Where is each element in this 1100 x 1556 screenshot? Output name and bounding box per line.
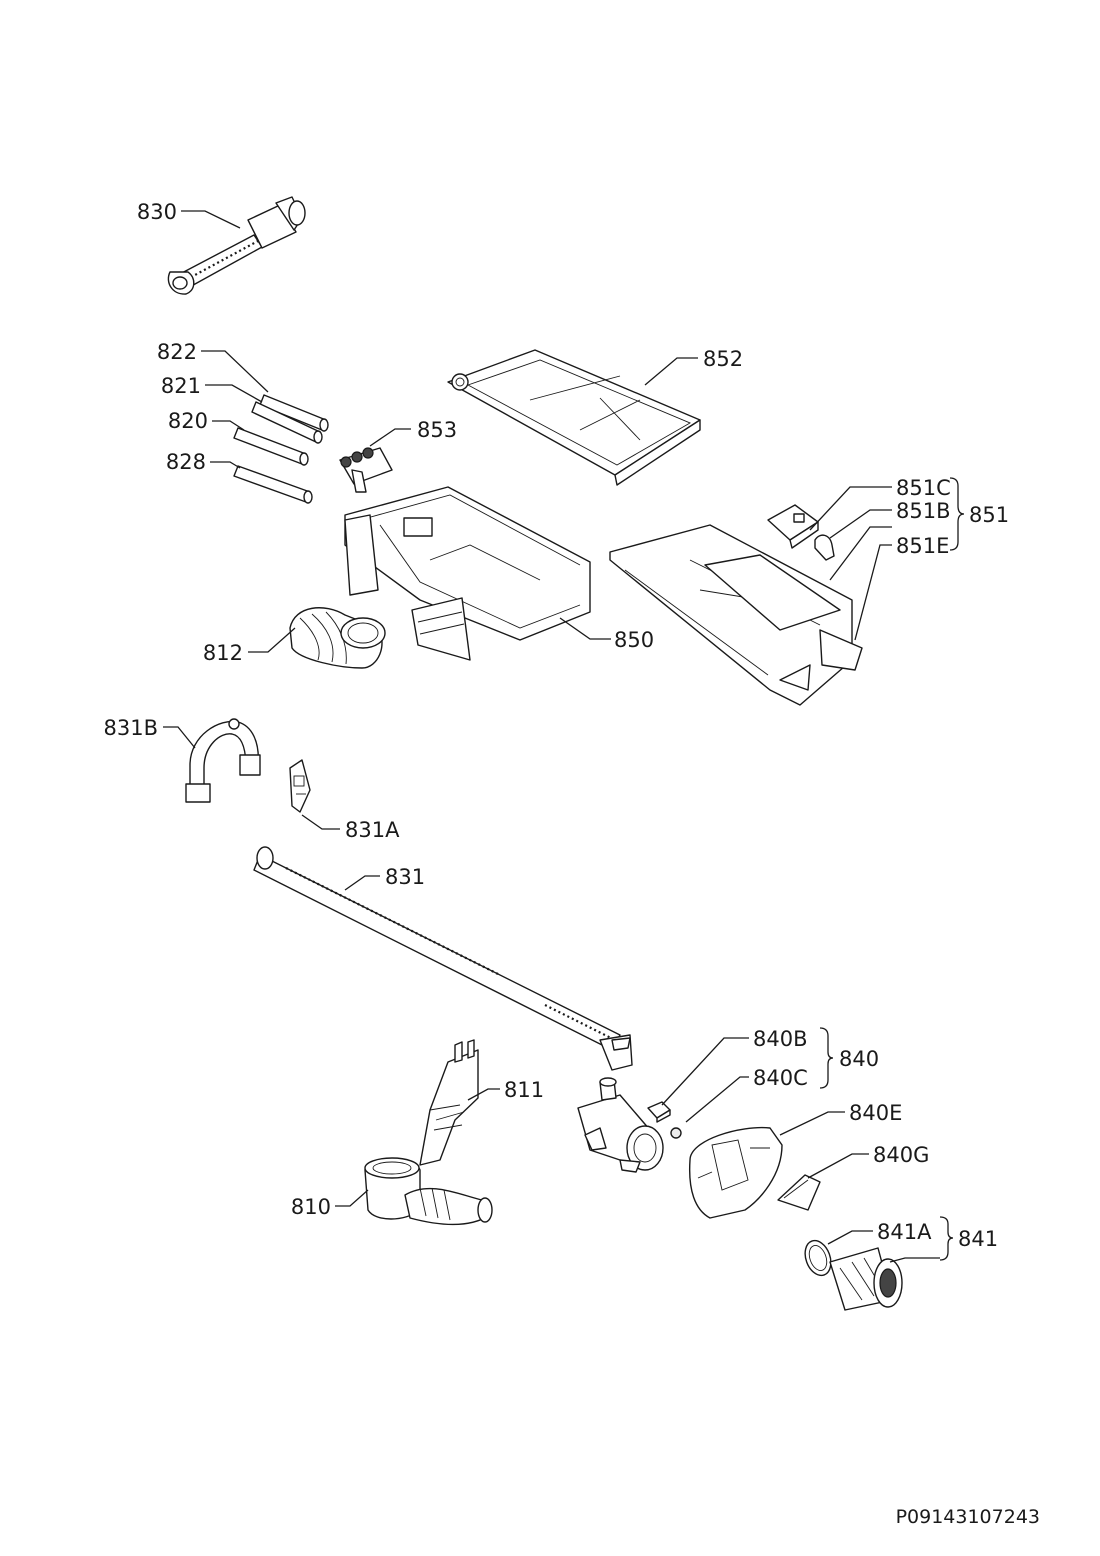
label-840: 840 xyxy=(839,1047,879,1071)
label-831B: 831B xyxy=(104,716,159,740)
label-822: 822 xyxy=(157,340,197,364)
label-851C: 851C xyxy=(896,476,951,500)
label-811: 811 xyxy=(504,1078,544,1102)
part-828-tube xyxy=(233,465,313,504)
label-810: 810 xyxy=(291,1195,331,1219)
callout-841-filter xyxy=(889,1257,940,1263)
part-831A-hose-clip xyxy=(289,759,311,813)
callout-851C: 851C xyxy=(809,476,951,531)
label-831: 831 xyxy=(385,865,425,889)
part-840B-pump-cover xyxy=(647,1101,671,1123)
part-840-drain-pump xyxy=(577,1077,664,1173)
label-840C: 840C xyxy=(753,1066,808,1090)
label-852: 852 xyxy=(703,347,743,371)
callout-850: 850 xyxy=(559,617,654,652)
callout-841A: 841A xyxy=(827,1220,932,1245)
brace-841: 841 xyxy=(939,1216,998,1261)
part-821-tube xyxy=(251,401,323,444)
part-831B-hose-hook xyxy=(185,718,261,803)
brace-851: 851 xyxy=(949,477,1009,551)
part-820-tube xyxy=(233,427,309,466)
callout-830: 830 xyxy=(137,200,241,229)
label-831A: 831A xyxy=(345,818,400,842)
label-841: 841 xyxy=(958,1227,998,1251)
part-851B-clip xyxy=(814,534,835,561)
label-850: 850 xyxy=(614,628,654,652)
label-821: 821 xyxy=(161,374,201,398)
callout-853: 853 xyxy=(369,418,457,447)
callout-820: 820 xyxy=(168,409,245,433)
part-852-dispenser-lid xyxy=(447,349,701,486)
label-853: 853 xyxy=(417,418,457,442)
part-840C-seal xyxy=(670,1127,682,1139)
label-840B: 840B xyxy=(753,1027,808,1051)
part-841A-o-ring xyxy=(804,1239,832,1277)
label-828: 828 xyxy=(166,450,206,474)
callout-840G: 840G xyxy=(807,1143,929,1179)
part-850-dispenser-housing xyxy=(344,486,591,661)
label-820: 820 xyxy=(168,409,208,433)
callout-840B: 840B xyxy=(661,1027,808,1106)
part-810-sump-hose xyxy=(364,1157,493,1226)
callout-831B: 831B xyxy=(104,716,196,749)
callout-828: 828 xyxy=(166,450,241,474)
callout-811: 811 xyxy=(467,1078,544,1102)
label-840G: 840G xyxy=(873,1143,929,1167)
label-812: 812 xyxy=(203,641,243,665)
callout-851B: 851B xyxy=(829,499,951,539)
part-831-drain-hose xyxy=(253,846,633,1071)
part-851-dispenser-drawer xyxy=(609,524,863,706)
part-841-drain-filter xyxy=(829,1247,903,1311)
label-841A: 841A xyxy=(877,1220,932,1244)
callout-821: 821 xyxy=(161,374,263,403)
callout-852: 852 xyxy=(644,347,743,386)
callout-840C: 840C xyxy=(685,1066,808,1123)
brace-840: 840 xyxy=(819,1027,879,1089)
callout-831A: 831A xyxy=(301,814,400,842)
part-840E-pump-housing xyxy=(688,1126,783,1219)
callout-812: 812 xyxy=(203,627,296,665)
diagram-code: P09143107243 xyxy=(896,1506,1040,1528)
label-851: 851 xyxy=(969,503,1009,527)
part-830-inlet-hose xyxy=(167,196,306,295)
label-851B: 851B xyxy=(896,499,951,523)
part-812-bellows xyxy=(289,607,386,669)
label-830: 830 xyxy=(137,200,177,224)
callout-831: 831 xyxy=(344,865,425,891)
part-851C-siphon-cap xyxy=(767,504,819,549)
label-840E: 840E xyxy=(849,1101,902,1125)
label-851E: 851E xyxy=(896,534,949,558)
part-811-pipe xyxy=(419,1039,479,1166)
callout-851E: 851E xyxy=(829,526,949,641)
callout-822: 822 xyxy=(157,340,269,393)
part-840G-cover xyxy=(777,1174,821,1211)
callout-810: 810 xyxy=(291,1189,369,1219)
part-853-valve xyxy=(339,447,393,493)
callout-840E: 840E xyxy=(779,1101,902,1136)
